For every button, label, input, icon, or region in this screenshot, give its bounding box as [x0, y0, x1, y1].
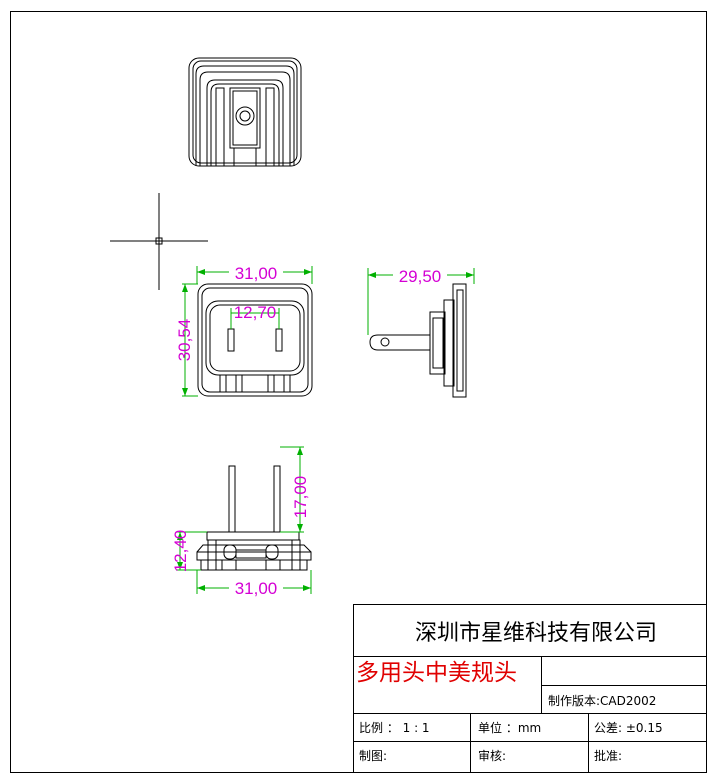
- side-dimension-arrows: [368, 272, 474, 278]
- front-dimension-lines: [182, 266, 313, 397]
- front-view: [197, 283, 313, 397]
- top-view: [188, 57, 302, 167]
- drawn-by-label: 制图:: [359, 749, 387, 763]
- tolerance-label: 公差: ±0.15: [594, 721, 663, 735]
- bottom-view: [196, 465, 312, 571]
- dim-front-height: 30,54: [175, 319, 194, 362]
- scale-label: 比例 ： 1 : 1: [359, 721, 430, 735]
- approved-by-label: 批准:: [594, 748, 622, 763]
- dim-body-height: 12,40: [171, 530, 190, 573]
- title-block: [353, 604, 707, 773]
- sheet-border: [10, 11, 707, 773]
- bottom-dimension-arrows: [177, 447, 311, 591]
- company-name: 深圳市星维科技有限公司: [415, 621, 657, 646]
- version-label: 制作版本:CAD2002: [548, 694, 656, 708]
- dim-front-width: 31,00: [235, 264, 278, 283]
- dim-pin-spacing: 12,70: [234, 303, 277, 322]
- part-name: 多用头中美规头: [356, 660, 517, 686]
- dim-side-depth: 29,50: [399, 267, 442, 286]
- unit-label: 单位 ：mm: [478, 720, 541, 735]
- front-dimension-arrows: [182, 269, 312, 396]
- crosshair-icon: [110, 193, 208, 290]
- bottom-dimension-lines: [176, 446, 312, 594]
- checked-by-label: 审核:: [478, 748, 506, 763]
- dim-bottom-width: 31,00: [235, 579, 278, 598]
- side-view: [369, 283, 467, 398]
- dim-pin-length: 17,00: [291, 476, 310, 519]
